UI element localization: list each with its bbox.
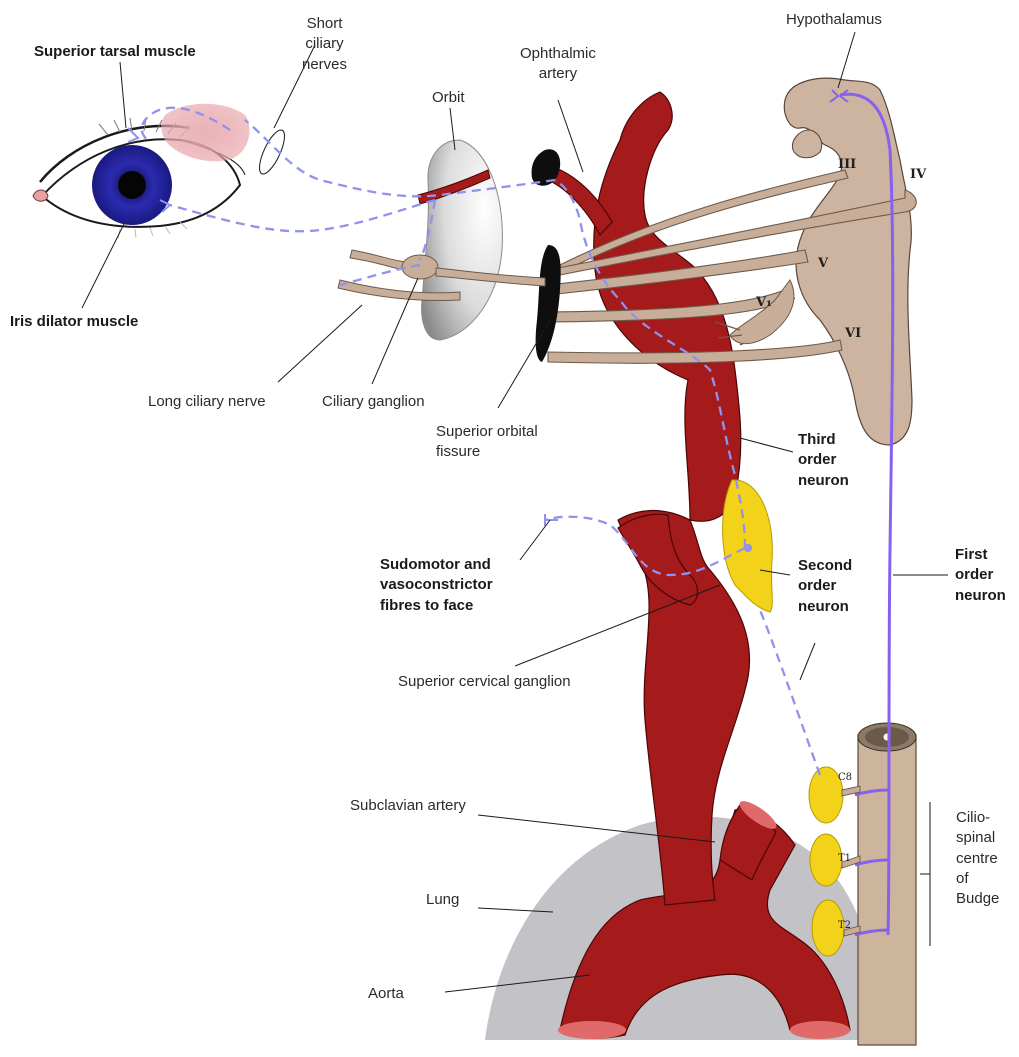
label-iris-dilator-muscle: Iris dilator muscle bbox=[10, 312, 138, 332]
short-ciliary-marker bbox=[255, 127, 290, 177]
aorta-cut-left bbox=[558, 1021, 626, 1039]
label-second-order-neuron: Second order neuron bbox=[798, 556, 852, 617]
cn-label-vi: VI bbox=[845, 326, 861, 341]
label-subclavian-artery: Subclavian artery bbox=[350, 796, 466, 816]
cn-label-v1: V₁ bbox=[756, 295, 772, 310]
cn-label-v: V bbox=[818, 256, 828, 271]
segment-label-t2: T2 bbox=[838, 920, 851, 931]
spinal-cord bbox=[858, 723, 916, 1045]
label-first-order-neuron: First order neuron bbox=[955, 545, 1006, 606]
label-lung: Lung bbox=[426, 890, 459, 910]
label-superior-orbital-fissure: Superior orbital fissure bbox=[436, 422, 538, 463]
label-short-ciliary-nerves: Short ciliary nerves bbox=[302, 14, 347, 75]
aorta-cut-right bbox=[790, 1021, 850, 1039]
scg-synapse bbox=[744, 544, 752, 552]
segment-label-c8: C8 bbox=[838, 772, 852, 783]
label-hypothalamus: Hypothalamus bbox=[786, 10, 882, 30]
pituitary-shape bbox=[792, 130, 821, 158]
label-ciliary-ganglion: Ciliary ganglion bbox=[322, 392, 425, 412]
label-long-ciliary-nerve: Long ciliary nerve bbox=[148, 392, 266, 412]
fissure-lower bbox=[536, 245, 561, 362]
label-orbit: Orbit bbox=[432, 88, 465, 108]
label-aorta: Aorta bbox=[368, 984, 404, 1004]
label-superior-tarsal-muscle: Superior tarsal muscle bbox=[34, 42, 196, 62]
cn-label-iii: III bbox=[838, 157, 856, 172]
label-ciliospinal-centre: Cilio- spinal centre of Budge bbox=[956, 808, 999, 909]
label-superior-cervical-ganglion: Superior cervical ganglion bbox=[398, 672, 571, 692]
segment-label-t1: T1 bbox=[838, 853, 851, 864]
label-third-order-neuron: Third order neuron bbox=[798, 430, 849, 491]
label-ophthalmic-artery: Ophthalmic artery bbox=[520, 44, 596, 85]
cn-label-iv: IV bbox=[910, 167, 926, 182]
orbit-shape bbox=[422, 140, 503, 340]
label-sudomotor-fibres: Sudomotor and vasoconstrictor fibres to … bbox=[380, 555, 493, 616]
